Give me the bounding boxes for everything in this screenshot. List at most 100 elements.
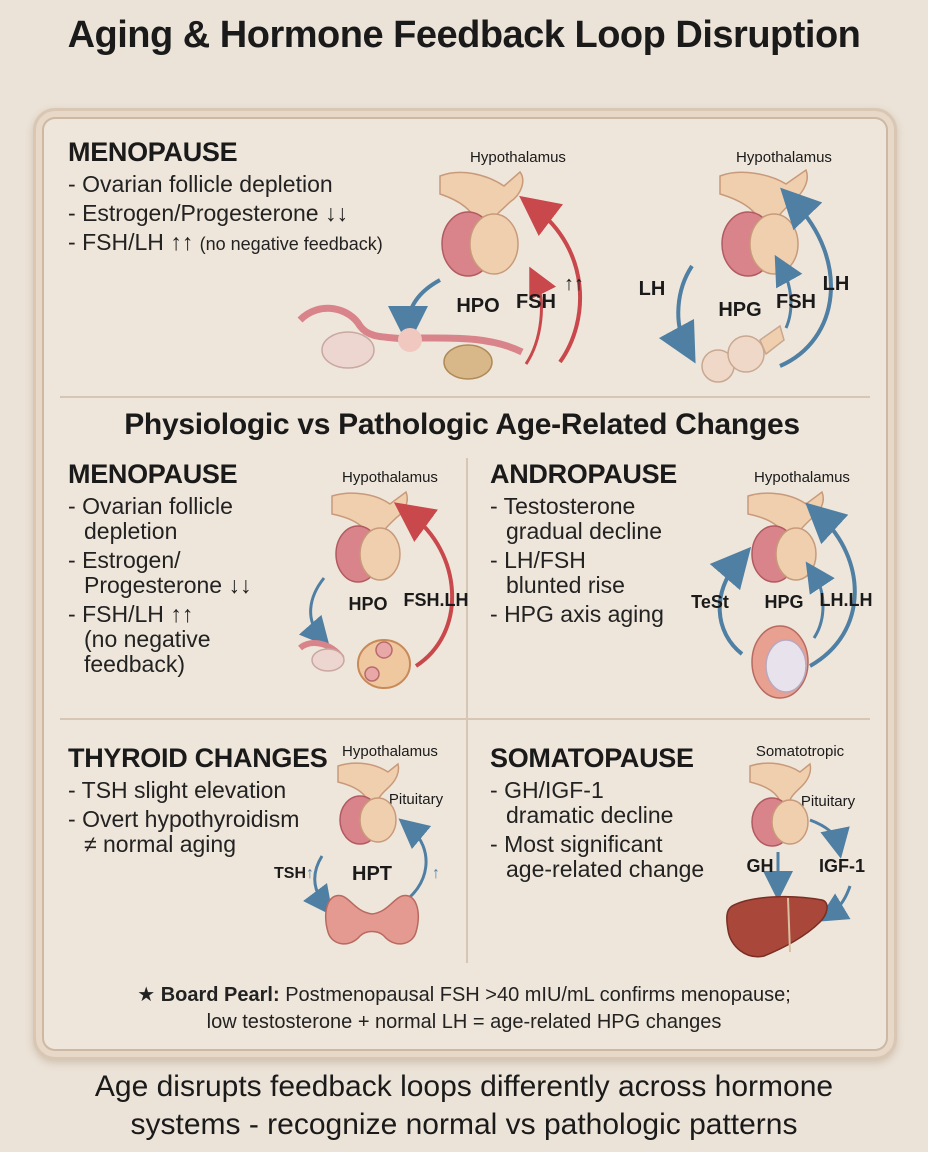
thyroid-icon <box>324 894 420 945</box>
feedback-arrow-blue <box>298 577 330 648</box>
fsh-arrow <box>524 266 557 365</box>
feedback-arrow-blue <box>779 187 833 368</box>
page-title: Aging & Hormone Feedback Loop Disruption <box>67 14 861 56</box>
board-pearl: ★ Board Pearl: Postmenopausal FSH >40 mI… <box>60 982 868 1036</box>
feedback-arrow-blue-left <box>658 264 696 364</box>
hypothalamus-label: Hypothalamus <box>342 469 438 486</box>
hypothalamus-label: Hypothalamus <box>754 469 850 486</box>
list-item: LH/FSH blunted rise <box>490 548 720 598</box>
testes-icon <box>701 324 785 383</box>
tsh-arrow <box>303 855 333 917</box>
list-item: FSH/LH ↑↑ (no negative feedback) <box>68 602 308 677</box>
list-item: Overt hypothyroidism ≠ normal aging <box>68 807 328 857</box>
hpo-diagram-top: Hypothalamus HPO FSH ↑↑ <box>297 149 584 380</box>
footer-line-2: systems - recognize normal vs pathologic… <box>130 1108 798 1141</box>
hpo-diagram: Hypothalamus HPO FSH.LH <box>298 469 469 689</box>
pearl-line-2: low testosterone + normal LH = age-relat… <box>206 1011 722 1033</box>
list-item: Ovarian follicle depletion <box>68 172 438 197</box>
list-item: TSH slight elevation <box>68 778 328 803</box>
hormone-label: FSH.LH <box>404 590 469 610</box>
pituitary-label: Pituitary <box>801 793 856 810</box>
ovaries-uterus-icon <box>297 304 524 380</box>
increase-arrows: ↑↑ <box>564 273 584 295</box>
pearl-label: Board Pearl: <box>160 984 280 1006</box>
top-menopause-heading: MENOPAUSE <box>68 137 238 167</box>
menopause-block: MENOPAUSE Ovarian follicle depletion Est… <box>68 458 308 677</box>
feedback-arrow-blue <box>388 278 441 346</box>
increase-arrow: ↑ <box>432 865 440 882</box>
pituitary-arrow <box>809 818 850 859</box>
gh-igf-diagram: Somatotropic Pituitary GH IGF-1 <box>726 743 865 958</box>
feedback-arrow-red <box>519 195 583 364</box>
star-icon: ★ <box>137 984 156 1006</box>
hormone-label: LH.LH <box>820 590 873 610</box>
somatopause-bullets: GH/IGF-1 dramatic decline Most significa… <box>490 778 730 882</box>
hypothalamus-pituitary-icon <box>749 762 812 847</box>
tsh-label: TSH↑ <box>274 865 314 882</box>
hypothalamus-pituitary-icon <box>337 762 400 845</box>
hormone-label: FSH <box>776 291 816 313</box>
left-hormone-label: LH <box>639 278 666 300</box>
hypothalamus-pituitary-icon <box>719 168 808 277</box>
hormone-label: FSH <box>516 291 556 313</box>
list-item: Estrogen/ Progesterone ↓↓ <box>68 548 308 598</box>
hypothalamus-pituitary-icon <box>439 170 524 277</box>
axis-label: HPO <box>348 594 387 614</box>
ovary-icon <box>298 639 411 689</box>
footer-line-1: Age disrupts feedback loops differently … <box>94 1070 834 1103</box>
hormone-label-2: LH <box>823 273 850 295</box>
testis-icon <box>751 625 809 699</box>
andropause-bullets: Testosterone gradual decline LH/FSH blun… <box>490 494 720 627</box>
hypothalamus-label: Hypothalamus <box>470 149 566 166</box>
hypothalamus-label: Hypothalamus <box>736 149 832 166</box>
hypothalamus-pituitary-icon <box>331 490 408 583</box>
divider-vertical <box>466 458 468 963</box>
thyroid-bullets: TSH slight elevation Overt hypothyroidis… <box>68 778 328 857</box>
hypothalamus-pituitary-icon <box>747 490 824 583</box>
somatotropic-label: Somatotropic <box>756 743 845 760</box>
list-item: GH/IGF-1 dramatic decline <box>490 778 730 828</box>
liver-icon <box>726 895 828 958</box>
list-item: HPG axis aging <box>490 602 720 627</box>
igf-label: IGF-1 <box>819 856 865 876</box>
list-item: Estrogen/Progesterone ↓↓ <box>68 201 438 226</box>
divider-middle <box>60 718 870 720</box>
hypothalamus-label: Hypothalamus <box>342 743 438 760</box>
gh-label: GH <box>747 856 774 876</box>
feedback-arrow-red <box>393 502 455 668</box>
feedback-arrow-blue-left <box>709 546 752 656</box>
pearl-line-1: Postmenopausal FSH >40 mIU/mL confirms m… <box>285 984 791 1006</box>
list-item: FSH/LH ↑↑ (no negative feedback) <box>68 230 438 257</box>
lh-arrow <box>805 561 835 639</box>
top-menopause-block: MENOPAUSE Ovarian follicle depletion Est… <box>68 136 438 257</box>
thyroid-block: THYROID CHANGES TSH slight elevation Ove… <box>68 742 328 857</box>
testosterone-label: TeSt <box>691 592 729 612</box>
section-title: Physiologic vs Pathologic Age-Related Ch… <box>124 408 800 441</box>
andropause-block: ANDROPAUSE Testosterone gradual decline … <box>490 458 720 627</box>
list-item: Testosterone gradual decline <box>490 494 720 544</box>
somatopause-block: SOMATOPAUSE GH/IGF-1 dramatic decline Mo… <box>490 742 730 882</box>
divider-top <box>60 396 870 398</box>
menopause-bullets: Ovarian follicle depletion Estrogen/ Pro… <box>68 494 308 677</box>
list-item: Ovarian follicle depletion <box>68 494 308 544</box>
note-text: (no negative feedback) <box>199 234 383 254</box>
thyroid-heading: THYROID CHANGES <box>68 743 328 773</box>
axis-label: HPO <box>456 295 499 317</box>
somatopause-heading: SOMATOPAUSE <box>490 743 694 773</box>
hpg-diagram: Hypothalamus TeSt HPG LH.LH <box>691 469 873 699</box>
list-item: Most significant age-related change <box>490 832 730 882</box>
menopause-heading: MENOPAUSE <box>68 459 238 489</box>
igf-arrow <box>817 885 852 922</box>
pituitary-label: Pituitary <box>389 791 444 808</box>
hpt-diagram: Hypothalamus Pituitary TSH↑ HPT ↑ <box>274 743 444 945</box>
feedback-arrow-blue <box>805 502 857 668</box>
footer-caption: Age disrupts feedback loops differently … <box>0 1068 928 1144</box>
andropause-heading: ANDROPAUSE <box>490 459 678 489</box>
fsh-arrow <box>774 254 803 329</box>
hpg-diagram-top: Hypothalamus LH HPG FSH LH <box>639 149 850 383</box>
axis-label: HPG <box>718 299 761 321</box>
feedback-arrow-blue <box>397 818 432 908</box>
top-menopause-bullets: Ovarian follicle depletion Estrogen/Prog… <box>68 172 438 257</box>
axis-label: HPT <box>352 863 392 885</box>
axis-label: HPG <box>764 592 803 612</box>
